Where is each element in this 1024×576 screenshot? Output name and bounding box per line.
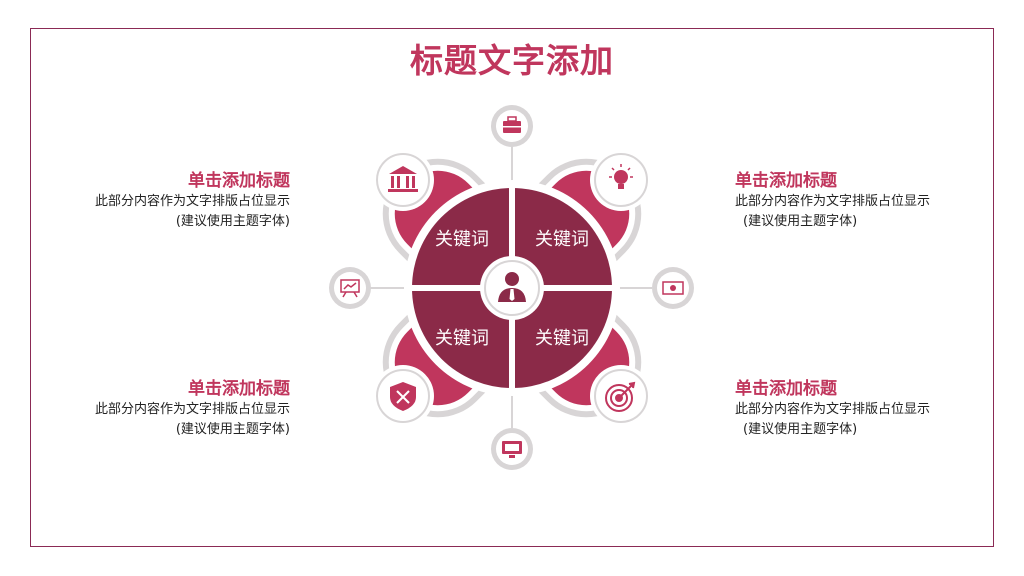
block-heading: 单击添加标题 — [735, 171, 837, 191]
block-line2: (建议使用主题字体) — [743, 214, 858, 229]
satellite-right — [652, 267, 694, 309]
keyword-bottom-left: 关键词 — [435, 328, 489, 349]
block-heading: 单击添加标题 — [735, 379, 837, 399]
block-line2: (建议使用主题字体) — [175, 422, 290, 437]
block-line2: (建议使用主题字体) — [175, 214, 290, 229]
text-block-bottom-left: 单击添加标题 此部分内容作为文字排版占位显示 (建议使用主题字体) — [0, 378, 290, 440]
block-line1: 此部分内容作为文字排版占位显示 — [94, 402, 290, 417]
target-icon — [605, 381, 636, 412]
block-heading: 单击添加标题 — [188, 171, 290, 191]
person-icon — [498, 272, 526, 302]
lightbulb-icon — [609, 164, 633, 189]
bank-icon — [388, 166, 418, 192]
block-line1: 此部分内容作为文字排版占位显示 — [94, 194, 290, 209]
presentation-icon — [340, 279, 360, 298]
block-line1: 此部分内容作为文字排版占位显示 — [735, 402, 931, 417]
text-block-bottom-right: 单击添加标题 此部分内容作为文字排版占位显示 (建议使用主题字体) — [735, 378, 1024, 440]
petal-badge-bottom-left — [372, 365, 434, 427]
briefcase-icon — [503, 116, 521, 133]
slide-frame — [30, 28, 994, 547]
monitor-icon — [502, 441, 522, 458]
block-line1: 此部分内容作为文字排版占位显示 — [735, 194, 931, 209]
block-heading: 单击添加标题 — [188, 379, 290, 399]
page-title: 标题文字添加 — [410, 41, 614, 80]
satellite-bottom — [491, 428, 533, 470]
money-icon — [662, 281, 684, 295]
keyword-top-left: 关键词 — [435, 229, 489, 250]
text-block-top-right: 单击添加标题 此部分内容作为文字排版占位显示 (建议使用主题字体) — [735, 170, 1024, 232]
petal-badge-bottom-right — [590, 365, 652, 427]
petal-badge-top-right — [590, 149, 652, 211]
shield-tools-icon — [390, 382, 416, 411]
block-line2: (建议使用主题字体) — [743, 422, 858, 437]
petal-badge-top-left — [372, 149, 434, 211]
satellite-left — [329, 267, 371, 309]
text-block-top-left: 单击添加标题 此部分内容作为文字排版占位显示 (建议使用主题字体) — [0, 170, 290, 232]
satellite-top — [491, 105, 533, 147]
keyword-top-right: 关键词 — [535, 229, 589, 250]
keyword-bottom-right: 关键词 — [535, 328, 589, 349]
